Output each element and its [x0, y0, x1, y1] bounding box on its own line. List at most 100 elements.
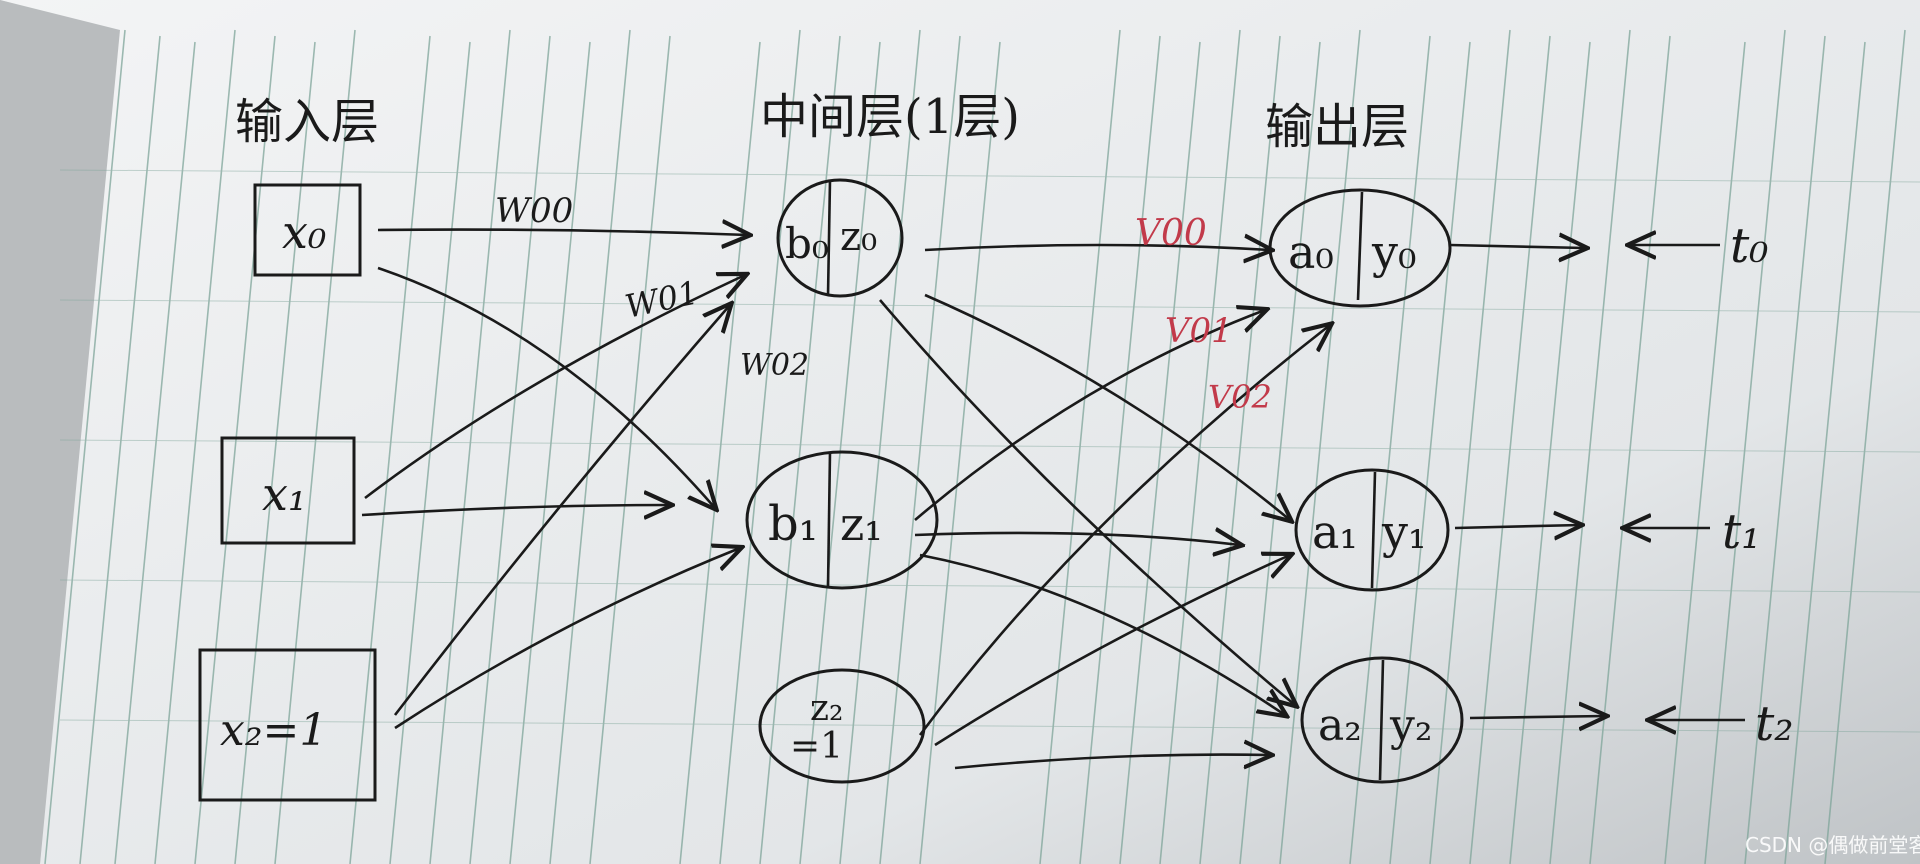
grid-line-vertical — [1469, 35, 1551, 864]
grid-line-vertical — [1744, 35, 1826, 864]
weight-v02: V02 — [1208, 378, 1272, 416]
edge-b0-a0 — [924, 245, 1270, 250]
edge-x0-b1 — [377, 266, 715, 508]
edge-y0-out — [1449, 245, 1585, 248]
grid-line-vertical — [234, 41, 316, 864]
output-right-0: y₀ — [1371, 225, 1416, 279]
grid-line-vertical — [1159, 29, 1241, 864]
target-2: t₂ — [1755, 696, 1794, 752]
grid-line-vertical — [274, 29, 356, 864]
target-0: t₀ — [1730, 218, 1769, 274]
input-node-1: x₁ — [220, 436, 356, 545]
edge-x1-b1 — [361, 505, 670, 515]
grid-line-vertical — [1704, 29, 1786, 864]
edge-x1-b0 — [364, 275, 745, 500]
input-label-0: x₀ — [282, 205, 326, 259]
bias-node: z₂ =1 — [758, 668, 926, 784]
input-box-2 — [198, 648, 377, 802]
output-circle-0 — [1268, 188, 1452, 308]
input-layer-title: 输入层 — [235, 94, 379, 150]
grid-line-vertical — [549, 29, 631, 864]
hidden-divider-1 — [826, 451, 832, 589]
grid-line-vertical — [589, 35, 671, 864]
grid-line-vertical — [1664, 41, 1746, 864]
grid-line-vertical — [194, 35, 276, 864]
input-box-0 — [253, 183, 362, 277]
hidden-layer-title: 中间层(1层) — [760, 89, 1020, 145]
grid-line-vertical — [469, 35, 551, 864]
grid-line-horizontal — [59, 579, 1920, 593]
connections — [361, 230, 1745, 768]
edge-z2-a2 — [954, 755, 1270, 768]
output-node-0: a₀ y₀ — [1268, 188, 1452, 308]
edge-b1-a0 — [914, 310, 1265, 521]
grid-line-vertical — [919, 41, 1001, 864]
output-right-2: y₂ — [1389, 700, 1433, 751]
grid-line-horizontal — [59, 299, 1920, 313]
hidden-node-0: b₀ z₀ — [776, 178, 904, 298]
grid-line-vertical — [1199, 35, 1281, 864]
hidden-circle-0 — [776, 178, 904, 298]
bias-bottom: =1 — [790, 726, 843, 767]
input-node-2: x₂=1 — [198, 648, 377, 802]
grid-line-vertical — [114, 41, 196, 864]
grid-line-horizontal — [59, 439, 1920, 453]
input-label-2: x₂=1 — [220, 705, 327, 756]
output-left-2: a₂ — [1318, 700, 1362, 751]
grid-line-vertical — [1039, 29, 1121, 864]
watermark: CSDN @偶做前堂客 — [1745, 833, 1920, 857]
grid-line-vertical — [1119, 41, 1201, 864]
output-divider-1 — [1370, 471, 1377, 589]
grid-line-vertical — [679, 41, 761, 864]
output-circle-1 — [1294, 468, 1450, 592]
grid-line-vertical — [429, 29, 511, 864]
background-shadow — [0, 0, 120, 864]
output-node-1: a₁ y₁ — [1294, 468, 1450, 592]
grid-line-vertical — [1349, 35, 1431, 864]
grid-line-vertical — [1549, 29, 1631, 864]
edge-b0-a1 — [924, 293, 1290, 520]
output-left-0: a₀ — [1288, 225, 1334, 279]
grid-line-vertical — [839, 29, 921, 864]
weight-w02: W02 — [740, 348, 809, 383]
grid-line-vertical — [759, 35, 841, 864]
hidden-circle-1 — [745, 450, 939, 590]
input-node-0: x₀ — [253, 183, 362, 277]
hidden-right-0: z₀ — [840, 214, 877, 260]
input-box-1 — [220, 436, 356, 545]
hidden-node-1: b₁ z₁ — [745, 450, 939, 590]
weight-v00: V00 — [1135, 213, 1207, 254]
grid-line-vertical — [154, 29, 236, 864]
output-left-1: a₁ — [1312, 505, 1358, 559]
grid-line-vertical — [719, 29, 801, 864]
grid-line-vertical — [1824, 29, 1906, 864]
edge-x0-b0 — [377, 230, 748, 235]
target-1: t₁ — [1722, 504, 1761, 560]
grid-line-vertical — [44, 29, 126, 864]
hidden-right-1: z₁ — [840, 497, 883, 551]
grid-line-vertical — [79, 35, 161, 864]
grid-line-horizontal — [59, 169, 1920, 183]
grid-line-vertical — [1389, 41, 1471, 864]
edge-z2-a0 — [918, 325, 1330, 736]
output-layer-title: 输出层 — [1265, 99, 1409, 155]
grid-line-vertical — [879, 35, 961, 864]
edge-z2-a1 — [934, 555, 1290, 747]
edge-b1-a1 — [914, 533, 1240, 545]
edge-y2-out — [1469, 716, 1605, 718]
grid-line-vertical — [389, 41, 471, 864]
output-divider-0 — [1356, 191, 1364, 301]
edge-y1-out — [1454, 525, 1580, 528]
edge-x2-b1 — [394, 548, 740, 730]
edge-x2-b0 — [393, 305, 730, 716]
output-divider-2 — [1378, 659, 1385, 781]
bias-circle — [758, 668, 926, 784]
bias-top: z₂ — [810, 688, 843, 729]
grid-line-vertical — [1279, 29, 1361, 864]
grid-line-vertical — [1509, 41, 1591, 864]
output-circle-2 — [1300, 656, 1464, 784]
grid-line-vertical — [1239, 41, 1321, 864]
